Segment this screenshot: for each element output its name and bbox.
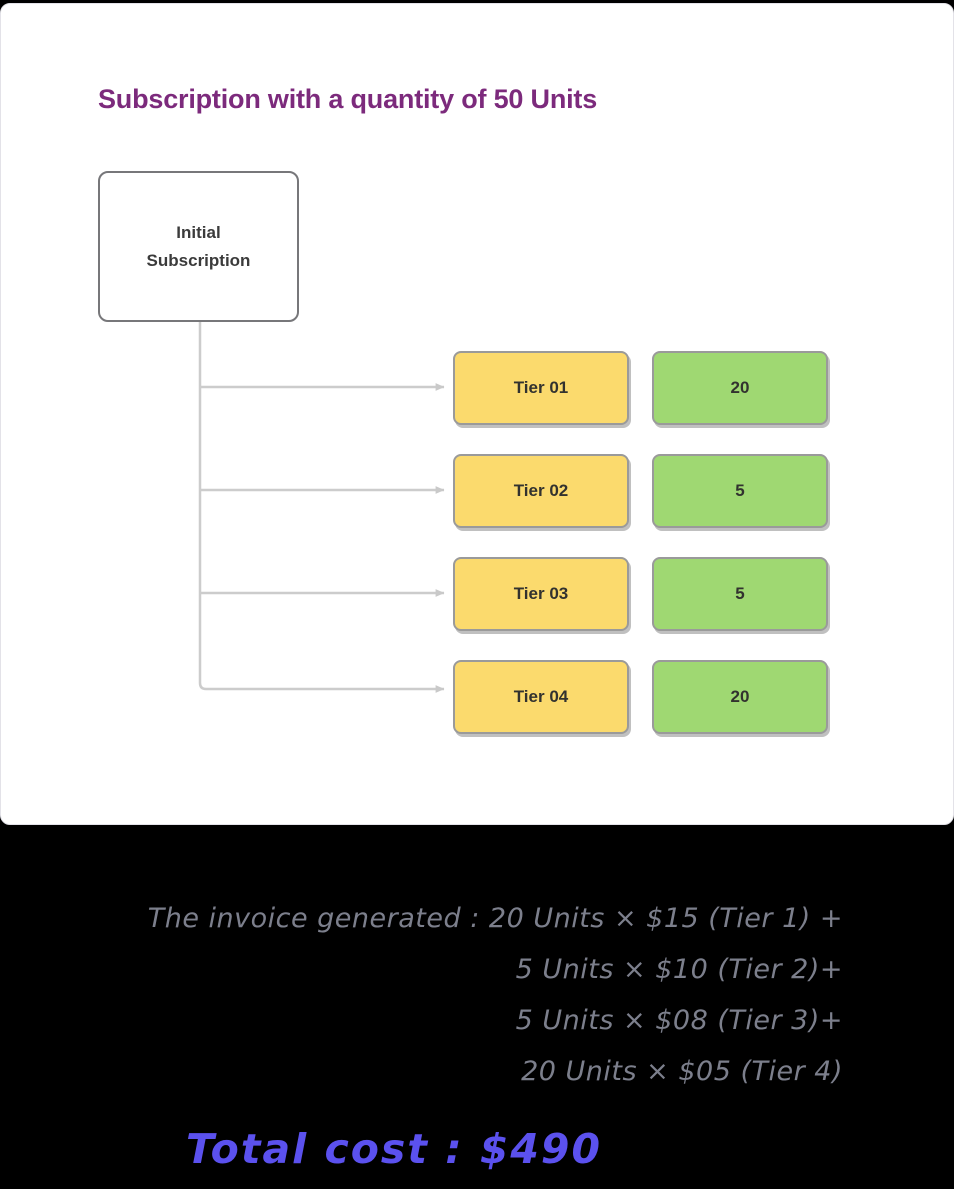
invoice-line-1: The invoice generated : 20 Units × $15 (… bbox=[147, 903, 843, 934]
total-cost-label: Total cost : $490 bbox=[186, 1125, 602, 1173]
node-tier-01-label: Tier 01 bbox=[513, 378, 569, 397]
handwritten-notes-panel: The invoice generated : 20 Units × $15 (… bbox=[0, 825, 954, 1189]
invoice-line-4: 20 Units × $05 (Tier 4) bbox=[521, 1056, 843, 1087]
diagram-card: Subscription with a quantity of 50 Units… bbox=[0, 3, 954, 825]
node-tier-02[interactable]: Tier 02 bbox=[453, 454, 629, 528]
node-initial-subscription-label: Initial Subscription bbox=[147, 219, 251, 273]
node-quantity-tier-01-value: 20 bbox=[730, 378, 750, 397]
node-quantity-tier-03[interactable]: 5 bbox=[652, 557, 828, 631]
node-tier-03[interactable]: Tier 03 bbox=[453, 557, 629, 631]
invoice-breakdown: The invoice generated : 20 Units × $15 (… bbox=[0, 893, 843, 1097]
invoice-line-2: 5 Units × $10 (Tier 2)+ bbox=[515, 954, 843, 985]
node-tier-01[interactable]: Tier 01 bbox=[453, 351, 629, 425]
node-initial-subscription[interactable]: Initial Subscription bbox=[98, 171, 299, 322]
node-tier-03-label: Tier 03 bbox=[513, 584, 569, 603]
node-tier-04-label: Tier 04 bbox=[513, 687, 569, 706]
node-tier-04[interactable]: Tier 04 bbox=[453, 660, 629, 734]
node-quantity-tier-02[interactable]: 5 bbox=[652, 454, 828, 528]
connector-trunk bbox=[198, 322, 445, 693]
node-initial-subscription-line2: Subscription bbox=[146, 250, 251, 270]
node-quantity-tier-04[interactable]: 20 bbox=[652, 660, 828, 734]
connector-layer bbox=[1, 4, 953, 824]
node-tier-02-label: Tier 02 bbox=[513, 481, 569, 500]
node-quantity-tier-04-value: 20 bbox=[730, 687, 750, 706]
node-quantity-tier-03-value: 5 bbox=[735, 584, 745, 603]
invoice-line-3: 5 Units × $08 (Tier 3)+ bbox=[515, 1005, 843, 1036]
node-quantity-tier-01[interactable]: 20 bbox=[652, 351, 828, 425]
page-title: Subscription with a quantity of 50 Units bbox=[98, 84, 598, 114]
node-quantity-tier-02-value: 5 bbox=[735, 481, 745, 500]
node-initial-subscription-line1: Initial bbox=[176, 223, 221, 243]
connector-svg bbox=[198, 322, 445, 693]
